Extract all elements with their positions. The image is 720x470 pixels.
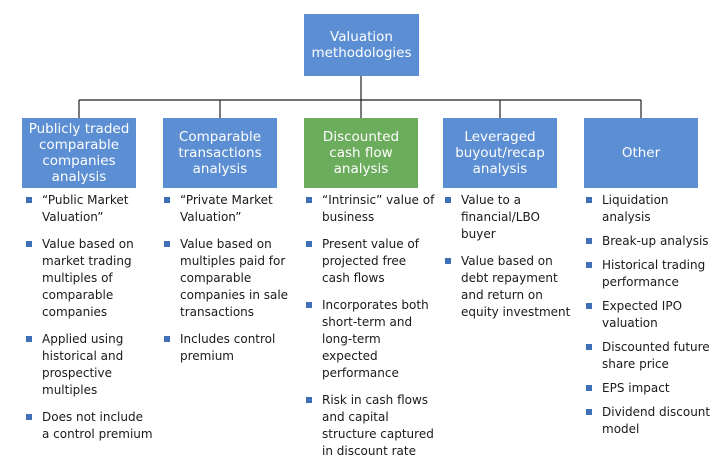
bullet-square-icon <box>586 238 592 244</box>
bullet-square-icon <box>586 409 592 415</box>
bullet-text: Incorporates both short-term and long-te… <box>322 298 429 380</box>
bullet-text: Historical trading performance <box>602 258 706 289</box>
column-title: Leveraged buyout/recap analysis <box>455 129 545 177</box>
column-header-lbo: Leveraged buyout/recap analysis <box>443 118 557 188</box>
bullet-square-icon <box>445 197 451 203</box>
bullet-text: Risk in cash flows and capital structure… <box>322 393 434 458</box>
column-title: Comparable transactions analysis <box>178 129 262 177</box>
bullet-text: “Intrinsic” value of business <box>322 193 435 224</box>
bullet-text: Value to a financial/LBO buyer <box>461 193 540 241</box>
bullet-square-icon <box>586 385 592 391</box>
bullet-text: Value based on market trading multiples … <box>42 237 134 319</box>
column-title: Discounted cash flow analysis <box>322 129 400 177</box>
bullet-text: Dividend discount model <box>602 405 711 436</box>
bullet-square-icon <box>26 241 32 247</box>
bullet-square-icon <box>26 414 32 420</box>
bullet-item: Value based on debt repayment and return… <box>444 253 576 321</box>
column-title: Publicly traded comparable companies ana… <box>28 121 130 185</box>
bullet-item: Discounted future share price <box>585 339 718 373</box>
bullet-item: Applied using historical and prospective… <box>25 331 153 399</box>
column-header-other: Other <box>584 118 698 188</box>
bullet-item: Value based on market trading multiples … <box>25 236 153 321</box>
bullet-list-dcf: “Intrinsic” value of business Present va… <box>305 192 437 470</box>
bullet-item: Liquidation analysis <box>585 192 718 226</box>
bullet-square-icon <box>586 197 592 203</box>
bullet-item: EPS impact <box>585 380 718 397</box>
bullet-square-icon <box>164 336 170 342</box>
bullet-square-icon <box>26 197 32 203</box>
connector-lines <box>78 76 642 118</box>
bullet-square-icon <box>306 241 312 247</box>
root-box-valuation-methodologies: Valuation methodologies <box>304 14 419 76</box>
bullet-text: Applied using historical and prospective… <box>42 332 124 397</box>
bullet-item: Value based on multiples paid for compar… <box>163 236 297 321</box>
bullet-item: Present value of projected free cash flo… <box>305 236 437 287</box>
bullet-list-lbo: Value to a financial/LBO buyer Value bas… <box>444 192 576 331</box>
bullet-text: Value based on multiples paid for compar… <box>180 237 289 319</box>
bullet-square-icon <box>164 241 170 247</box>
bullet-list-comparable-transactions: “Private Market Valuation” Value based o… <box>163 192 297 375</box>
bullet-list-other: Liquidation analysis Break-up analysis H… <box>585 192 718 438</box>
column-header-dcf: Discounted cash flow analysis <box>304 118 418 188</box>
bullet-text: Includes control premium <box>180 332 276 363</box>
bullet-item: Dividend discount model <box>585 404 718 438</box>
bullet-square-icon <box>306 302 312 308</box>
bullet-square-icon <box>164 197 170 203</box>
bullet-square-icon <box>586 344 592 350</box>
bullet-text: Discounted future share price <box>602 340 710 371</box>
bullet-text: Break-up analysis <box>602 234 709 248</box>
bullet-square-icon <box>445 258 451 264</box>
column-header-public-comps: Publicly traded comparable companies ana… <box>22 118 136 188</box>
bullet-text: EPS impact <box>602 381 670 395</box>
bullet-item: “Public Market Valuation” <box>25 192 153 226</box>
bullet-square-icon <box>306 397 312 403</box>
bullet-text: Does not include a control premium <box>42 410 153 441</box>
bullet-item: Incorporates both short-term and long-te… <box>305 297 437 382</box>
bullet-square-icon <box>586 303 592 309</box>
bullet-item: Includes control premium <box>163 331 297 365</box>
bullet-item: Risk in cash flows and capital structure… <box>305 392 437 460</box>
bullet-square-icon <box>586 262 592 268</box>
bullet-item: Expected IPO valuation <box>585 298 718 332</box>
bullet-square-icon <box>306 197 312 203</box>
root-label: Valuation methodologies <box>311 29 412 61</box>
bullet-text: Value based on debt repayment and return… <box>461 254 571 319</box>
column-title: Other <box>621 145 661 161</box>
column-header-comparable-transactions: Comparable transactions analysis <box>163 118 277 188</box>
bullet-text: Expected IPO valuation <box>602 299 683 330</box>
bullet-text: Liquidation analysis <box>602 193 669 224</box>
bullet-text: “Public Market Valuation” <box>42 193 129 224</box>
bullet-item: “Intrinsic” value of business <box>305 192 437 226</box>
bullet-item: “Private Market Valuation” <box>163 192 297 226</box>
bullet-item: Historical trading performance <box>585 257 718 291</box>
bullet-item: Does not include a control premium <box>25 409 153 443</box>
bullet-text: Present value of projected free cash flo… <box>322 237 419 285</box>
bullet-item: Value to a financial/LBO buyer <box>444 192 576 243</box>
bullet-list-public-comps: “Public Market Valuation” Value based on… <box>25 192 153 453</box>
bullet-text: “Private Market Valuation” <box>180 193 273 224</box>
bullet-square-icon <box>26 336 32 342</box>
bullet-item: Break-up analysis <box>585 233 718 250</box>
